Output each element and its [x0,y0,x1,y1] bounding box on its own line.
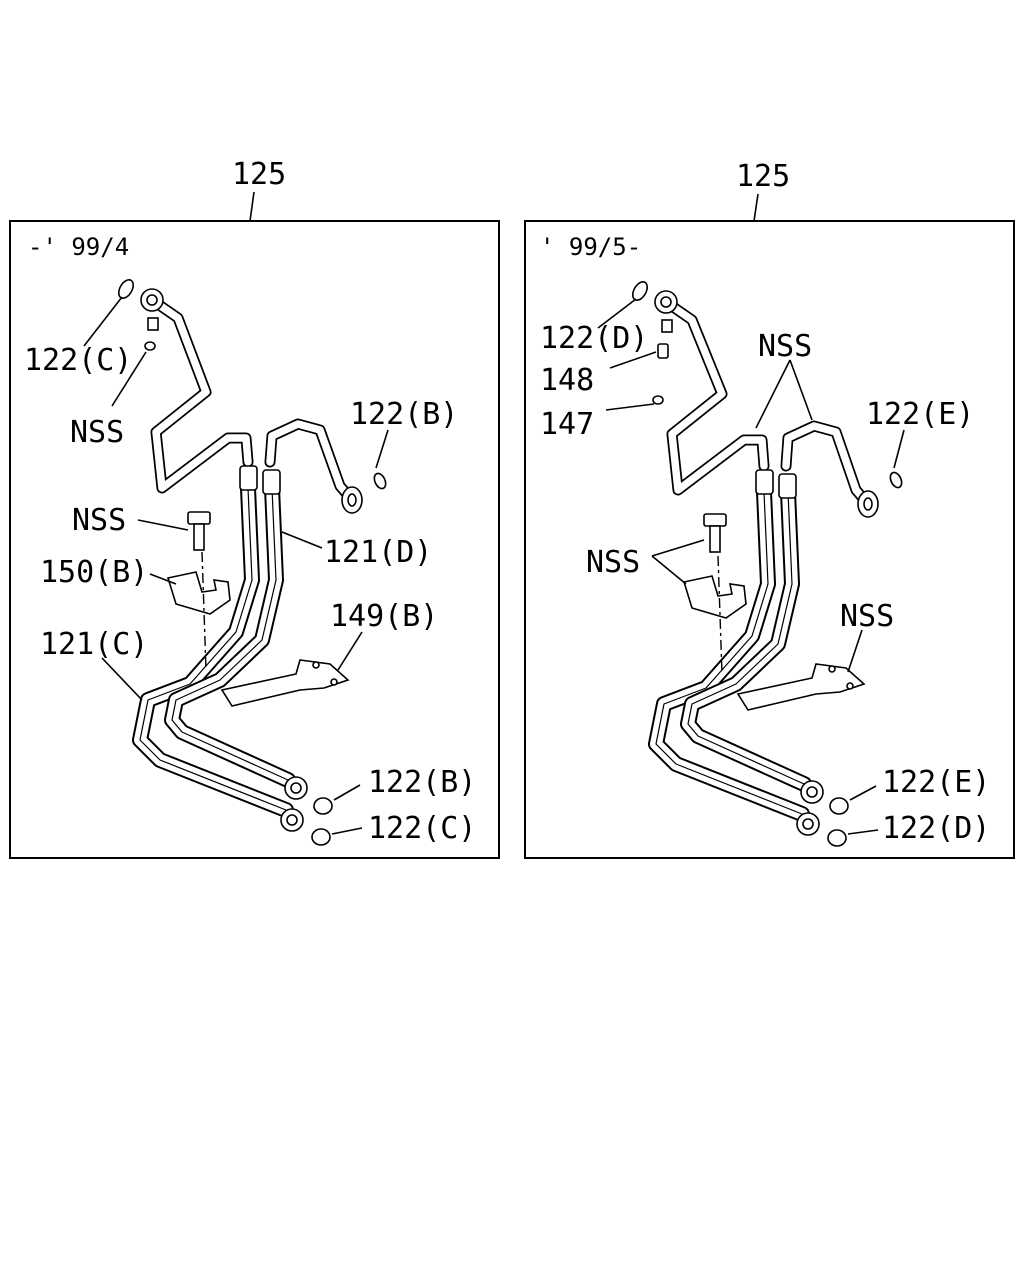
right-upper-pipe [660,296,874,510]
right-right-oring [889,471,903,489]
right-top-oring [631,281,649,301]
right-callout-147: 147 [540,407,594,442]
left-leader-bolt-nss [137,519,189,531]
right-callout-148: 148 [540,363,594,398]
right-callout-bracket-nss: NSS [840,599,894,634]
right-panel: 125 ' 99/5- [524,159,1015,859]
right-leader-148 [609,351,657,369]
left-leader-clamp [149,573,177,585]
right-bottom-fittings [796,780,824,836]
right-callout-bottom-oring-1: 122(E) [882,765,990,800]
left-leader-bottom-oring-1 [333,784,361,801]
left-bolt-axis [201,551,207,671]
left-leader-top-nss [111,351,147,407]
right-leader-bottom-oring-1 [849,785,877,801]
right-callout-top-oring: 122(D) [540,321,648,356]
left-callout-bottom-oring-1: 122(B) [368,765,476,800]
left-callout-top-nss: NSS [70,415,124,450]
left-right-oring [373,472,387,490]
left-bolt [187,511,211,551]
left-upper-pipe [146,294,358,506]
right-callout-right-oring: 122(E) [866,397,974,432]
left-leader-top-oring [83,296,123,347]
left-callout-hose-c: 121(C) [40,627,148,662]
left-panel-frame [9,220,500,859]
left-leader-hose-d [281,531,323,549]
left-leader-bracket [337,631,363,671]
right-assembly-number: 125 [736,159,790,194]
left-top-oring [117,279,135,299]
right-bolt [703,513,727,553]
left-bracket [220,659,350,707]
right-clamp [682,575,747,619]
right-leader-pipe-nss-1 [755,359,791,429]
left-hose-pair [132,465,296,818]
right-bolt-axis [717,555,723,675]
right-bottom-oring-2 [827,829,847,847]
right-bottom-oring-1 [829,797,849,815]
right-leader-clamp-nss-2 [651,555,687,585]
left-callout-bottom-oring-2: 122(C) [368,811,476,846]
left-callout-clamp: 150(B) [40,555,148,590]
right-hose-pair [648,469,812,822]
left-leader-right-oring [375,429,389,469]
left-top-nut [144,341,156,351]
left-leader-bottom-oring-2 [331,827,363,835]
left-leader-hose-c [101,657,143,701]
right-leader-bracket-nss [847,629,863,673]
left-callout-top-oring: 122(C) [24,343,132,378]
left-callout-bracket: 149(B) [330,599,438,634]
right-top-fitting [654,290,678,333]
right-leader-bottom-oring-2 [847,829,879,835]
right-part-148 [657,343,669,359]
right-assembly-leader [753,193,759,222]
left-callout-right-oring: 122(B) [350,397,458,432]
right-callout-clamp-nss: NSS [586,545,640,580]
right-leader-right-oring [893,429,905,469]
right-callout-pipe-nss: NSS [758,329,812,364]
left-top-fitting [140,288,164,331]
right-leader-pipe-nss-2 [789,359,813,421]
right-period-label: ' 99/5- [540,233,641,261]
right-callout-bottom-oring-2: 122(D) [882,811,990,846]
right-leader-clamp-nss-1 [651,539,705,557]
right-leader-top-oring [597,298,637,329]
left-clamp [166,571,231,615]
left-right-fitting [341,486,363,514]
left-bottom-fittings [280,776,308,832]
left-callout-hose-d: 121(D) [324,535,432,570]
left-assembly-leader [249,191,255,222]
right-panel-frame [524,220,1015,859]
left-period-label: -' 99/4 [28,233,129,261]
right-right-fitting [857,490,879,518]
left-bottom-oring-1 [313,797,333,815]
left-panel: 125 -' 99/4 [9,157,500,859]
left-callout-bolt-nss: NSS [72,503,126,538]
right-part-147 [652,395,664,405]
right-bracket [736,663,866,711]
left-assembly-number: 125 [232,157,286,192]
right-leader-147 [605,403,655,411]
left-bottom-oring-2 [311,828,331,846]
